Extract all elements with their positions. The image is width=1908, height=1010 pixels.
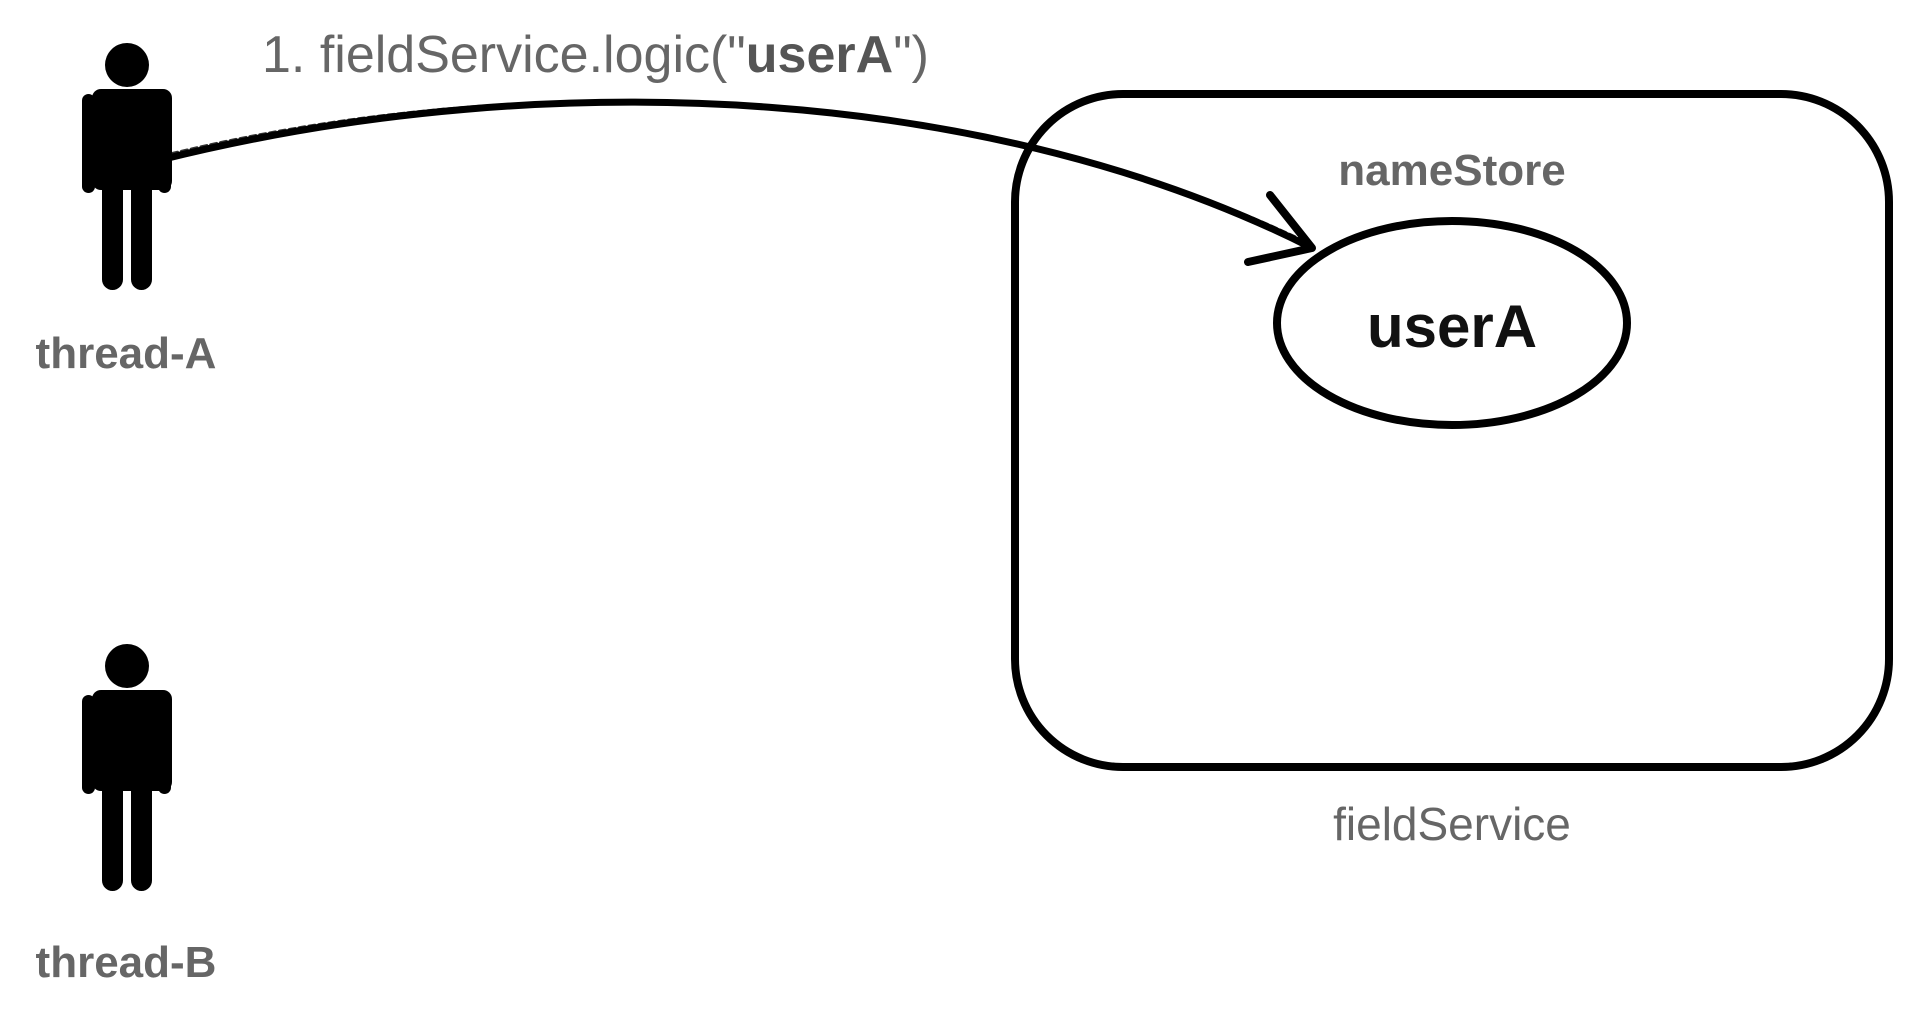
field-service-label: fieldService xyxy=(1333,798,1571,850)
call-arrow-line xyxy=(156,98,1316,252)
call-label: 1. fieldService.logic("userA") xyxy=(262,26,929,84)
name-store-value-ellipse xyxy=(1273,217,1631,429)
person-icon xyxy=(82,43,172,290)
person-icon xyxy=(82,644,172,891)
call-arrow-head xyxy=(1244,191,1316,266)
thread-a-label: thread-A xyxy=(36,329,217,378)
call-label-arg: userA xyxy=(746,26,893,84)
call-arrow-line-rough xyxy=(160,99,1312,246)
name-store-label: nameStore xyxy=(1338,146,1565,195)
call-arrow xyxy=(156,98,1316,266)
field-service-box xyxy=(1011,90,1893,771)
call-label-suffix: ") xyxy=(893,26,929,84)
thread-b-label: thread-B xyxy=(36,938,217,987)
name-store-value: userA xyxy=(1367,293,1537,360)
call-label-prefix: 1. fieldService.logic(" xyxy=(262,26,746,84)
